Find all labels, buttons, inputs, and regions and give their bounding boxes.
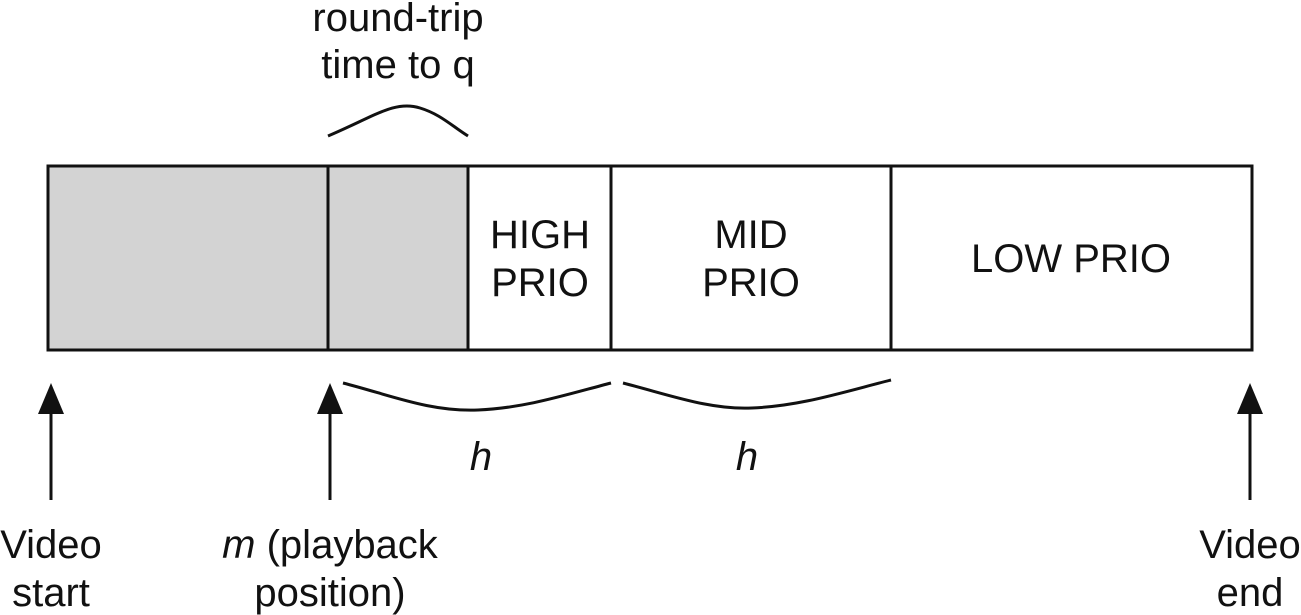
playback-label-line2: position) — [254, 571, 405, 615]
playback-arrow-icon — [317, 383, 343, 414]
h-label-right: h — [736, 435, 758, 479]
low-prio-segment — [889, 164, 1254, 352]
video-end-label-line2: end — [1217, 571, 1284, 615]
played-segment — [46, 164, 330, 352]
video-start-label-line2: start — [12, 571, 90, 615]
playback-label-rest: (playback — [256, 523, 439, 567]
mid-prio-label-line1: MID — [714, 213, 787, 257]
video-end-label-line1: Video — [1199, 523, 1301, 567]
video-start-label-line1: Video — [0, 523, 102, 567]
h-label-left: h — [470, 435, 492, 479]
playback-label-line1: m (playback — [222, 523, 439, 567]
rtt-segment — [326, 164, 470, 352]
high-prio-label-line1: HIGH — [490, 213, 590, 257]
rtt-label-line2: time to q — [321, 43, 474, 87]
mid-prio-segment — [609, 164, 893, 352]
video-end-arrow-icon — [1237, 383, 1263, 414]
high-prio-label-line2: PRIO — [491, 261, 589, 305]
mid-prio-label-line2: PRIO — [702, 261, 800, 305]
high-prio-segment — [466, 164, 613, 352]
video-start-arrow-icon — [38, 383, 64, 414]
low-prio-label: LOW PRIO — [971, 237, 1171, 281]
rtt-label-line1: round-trip — [312, 0, 483, 40]
h-brace-left — [342, 381, 612, 412]
rtt-brace — [327, 104, 469, 138]
h-brace-right — [622, 378, 892, 410]
playback-symbol: m — [222, 523, 255, 567]
